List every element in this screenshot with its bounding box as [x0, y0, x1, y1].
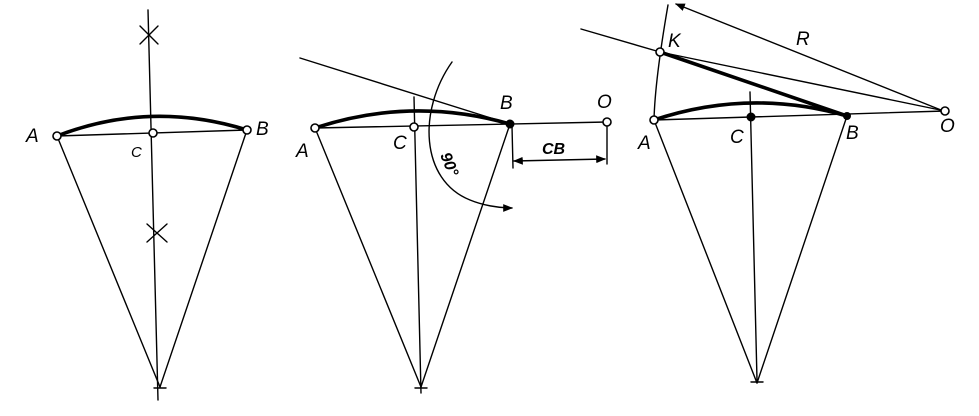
point-o: [940, 106, 950, 116]
point-c: [148, 128, 158, 138]
point-a: [310, 123, 320, 133]
radius-line-a: [56, 135, 161, 388]
radius-line-b: [159, 129, 248, 388]
arc-ab: [55, 114, 249, 138]
label-a: A: [637, 133, 651, 154]
point-a: [52, 131, 62, 141]
label-c: C: [131, 144, 142, 161]
dimension-extension-b: [511, 125, 514, 169]
point-c: [746, 112, 756, 122]
dimension-line-r: [675, 3, 947, 113]
chord-ab-extended: [653, 110, 946, 121]
point-b: [843, 112, 851, 120]
point-o: [602, 117, 612, 127]
point-a: [649, 115, 659, 125]
label-cb: CB: [542, 141, 565, 158]
radius-line-b: [756, 115, 848, 384]
point-b: [242, 125, 252, 135]
point-k: [655, 47, 665, 57]
radius-line-a: [314, 127, 422, 388]
bisector-line: [749, 91, 758, 381]
arc-through-k: [653, 4, 669, 121]
arc-ab: [313, 109, 512, 130]
label-b: B: [500, 93, 513, 114]
label-k: K: [668, 31, 682, 52]
bisector-line: [147, 9, 159, 401]
label-b: B: [846, 123, 859, 144]
label-r: R: [796, 29, 810, 50]
segment-kb: [658, 50, 849, 118]
rotation-arc-90: [428, 61, 513, 212]
point-b: [505, 119, 515, 129]
label-a: A: [25, 126, 39, 147]
tangent-line: [299, 57, 511, 125]
line-ko: [659, 51, 946, 112]
dimension-line-cb: [513, 155, 606, 165]
figure-3-radius-construction: A C B O K R: [580, 3, 955, 384]
radius-line-a: [653, 119, 758, 384]
radius-line-b: [420, 123, 511, 388]
label-o: O: [597, 92, 612, 113]
chord-ab-extended: [314, 121, 608, 129]
tangent-line-upper: [580, 28, 661, 53]
label-b: B: [256, 119, 269, 140]
label-c: C: [730, 127, 744, 148]
bisector-line: [413, 96, 422, 394]
point-c: [409, 122, 419, 132]
figure-2-perpendicular-at-b: A C B O CB 90°: [295, 57, 612, 394]
label-o: O: [940, 116, 955, 137]
label-a: A: [295, 141, 309, 162]
arc-ab: [652, 101, 849, 122]
figure-1-perpendicular-bisector: A B C: [25, 9, 269, 401]
label-c: C: [393, 133, 407, 154]
